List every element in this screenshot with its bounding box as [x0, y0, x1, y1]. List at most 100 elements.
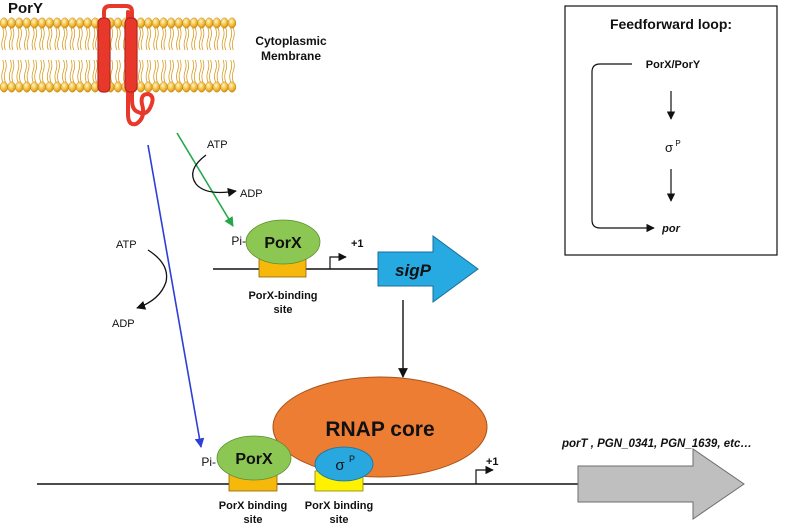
target-genes-arrow	[577, 448, 745, 520]
lipid-tail	[87, 59, 91, 83]
lipid-tail	[138, 59, 141, 83]
lipid-tail	[16, 27, 20, 51]
lipid-head	[113, 17, 123, 29]
phosphotransfer-arrow-upper	[176, 132, 234, 227]
lipid-tail	[193, 59, 197, 83]
lipid-tail	[148, 27, 152, 51]
lipid-tail	[64, 59, 68, 83]
adp-label-left: ADP	[112, 318, 135, 330]
lipid-tail	[3, 59, 7, 83]
lipid-head	[0, 81, 9, 93]
porx-binding-site-lower-2-label-line2: site	[330, 514, 349, 526]
lipid-head	[197, 81, 206, 93]
tss-label-lower: +1	[486, 456, 499, 468]
lipid-tails	[1, 27, 235, 83]
lipid-tail	[198, 27, 202, 51]
lipid-tail	[31, 27, 35, 51]
lipid-head	[167, 17, 176, 29]
atp-adp-arrow-left	[136, 249, 168, 310]
lipid-tail	[176, 59, 179, 83]
lipid-tail	[79, 59, 83, 83]
sigma-label-lower: σ	[335, 457, 345, 474]
lipid-head	[197, 17, 206, 29]
lipid-tail	[49, 59, 53, 83]
lipid-head	[227, 17, 237, 29]
sigma-superscript-lower: P	[349, 454, 355, 464]
lipid-tail	[72, 59, 76, 83]
lipid-head	[189, 81, 199, 93]
lipid-head	[22, 81, 31, 93]
lipid-tail	[178, 27, 182, 51]
lipid-tail	[1, 59, 5, 83]
lipid-tail	[77, 27, 81, 51]
lipid-tail	[31, 59, 35, 83]
lipid-head	[83, 81, 92, 93]
sigp-label: sigP	[395, 261, 432, 280]
pi-label-upper: Pi-	[231, 234, 246, 248]
lipid-tail	[163, 59, 167, 83]
lipid-head	[30, 17, 39, 29]
lipid-head	[37, 17, 47, 29]
lipid-tail	[214, 59, 217, 83]
lipid-tail	[186, 59, 190, 83]
lipid-head	[75, 17, 85, 29]
porx-upper	[245, 219, 321, 265]
ffl-node-sigma-superscript: P	[675, 139, 680, 148]
lipid-head	[220, 81, 229, 93]
lipid-tail	[183, 59, 187, 83]
ffl-node-sigma: σ	[665, 140, 673, 155]
pory-label: PorY	[8, 0, 43, 17]
lipid-head	[68, 17, 77, 29]
porx-binding-site-lower-1-label-line2: site	[244, 514, 263, 526]
lipid-tail	[64, 27, 68, 51]
porx-binding-site-lower-2-label-line1: PorX binding	[305, 500, 373, 512]
porx-lower	[216, 435, 292, 481]
lipid-tail	[193, 27, 197, 51]
lipid-tail	[77, 59, 81, 83]
lipid-tail	[148, 59, 152, 83]
lipid-head	[182, 17, 191, 29]
lipid-tail	[11, 27, 15, 51]
lipid-tail	[1, 27, 5, 51]
lipid-tail	[11, 59, 15, 83]
lipid-tail	[24, 59, 27, 83]
lipid-tail	[171, 27, 174, 51]
lipid-tail	[110, 27, 114, 51]
porx-lower-label: PorX	[235, 451, 273, 468]
lipid-head	[144, 17, 153, 29]
lipid-tail	[39, 27, 43, 51]
lipid-tail	[224, 27, 228, 51]
lipid-tail	[138, 27, 141, 51]
lipid-tail	[84, 59, 88, 83]
tss-arrow-lower	[475, 465, 494, 484]
lipid-tail	[16, 59, 20, 83]
lipid-head	[45, 81, 54, 93]
ffl-direct-arrow	[591, 63, 655, 233]
lipid-head	[159, 17, 168, 29]
lipid-head	[60, 81, 69, 93]
lipid-head	[151, 17, 161, 29]
lipid-tail	[216, 59, 220, 83]
lipid-head	[174, 17, 183, 29]
lipid-tail	[209, 59, 212, 83]
lipid-tail	[206, 27, 210, 51]
lipid-head	[159, 81, 168, 93]
lipid-tail	[145, 27, 149, 51]
sigma-p-factor	[314, 446, 374, 482]
cytoplasmic-membrane	[0, 17, 237, 93]
lipid-tail	[54, 59, 58, 83]
lipid-head	[212, 17, 221, 29]
lipid-tail	[145, 59, 149, 83]
lipid-head	[83, 17, 92, 29]
lipid-head	[182, 81, 191, 93]
lipid-tail	[87, 27, 91, 51]
lipid-tail	[214, 27, 217, 51]
porx-binding-site-upper-label-line1: PorX-binding	[248, 290, 317, 302]
lipid-tail	[19, 59, 22, 83]
lipid-head	[53, 17, 62, 29]
lipid-tail	[201, 59, 205, 83]
lipid-tail	[92, 27, 96, 51]
lipid-tail	[79, 27, 83, 51]
lipid-tail	[26, 59, 30, 83]
